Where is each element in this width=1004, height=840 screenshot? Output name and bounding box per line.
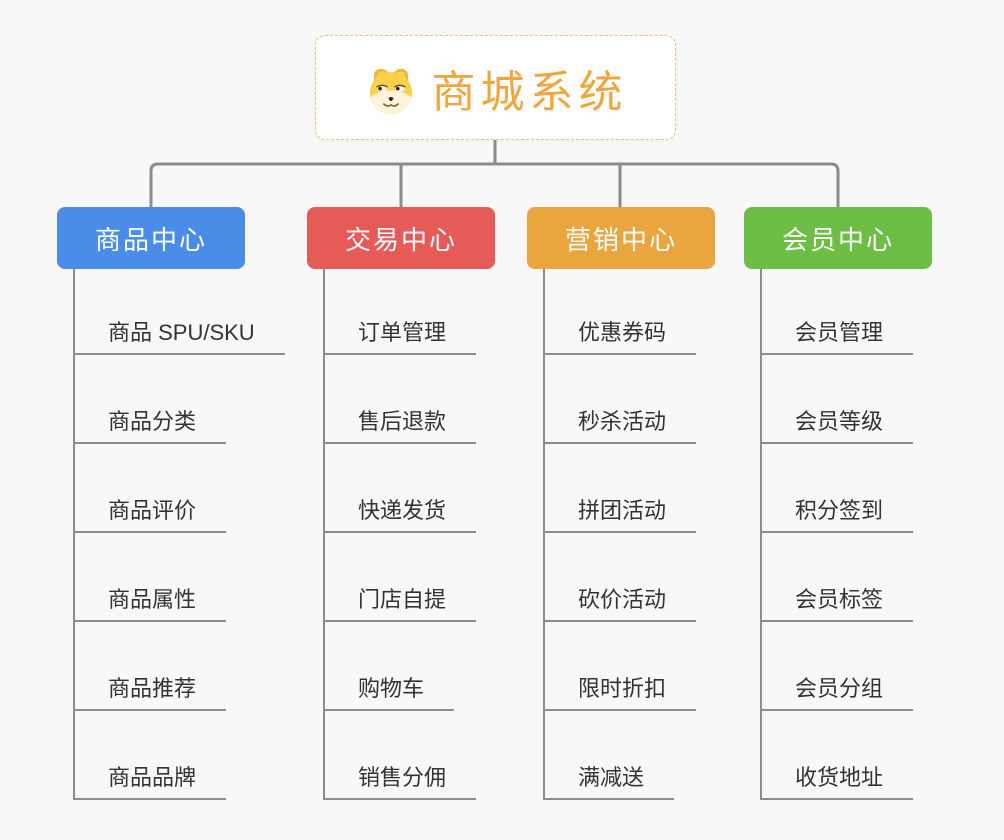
child-topic[interactable]: 收货地址: [762, 711, 914, 800]
branch-column-member: 会员中心 会员管理 会员等级 积分签到 会员标签 会员分组 收货地址: [744, 207, 984, 800]
child-topic[interactable]: 满减送: [545, 711, 675, 800]
child-topic[interactable]: 商品 SPU/SKU: [75, 269, 285, 355]
branch-column-marketing: 营销中心 优惠券码 秒杀活动 拼团活动 砍价活动 限时折扣 满减送: [527, 207, 767, 800]
child-topic[interactable]: 拼团活动: [545, 444, 697, 533]
child-topic[interactable]: 销售分佣: [325, 711, 477, 800]
shiba-dog-icon: [369, 68, 412, 114]
child-topic[interactable]: 限时折扣: [545, 622, 697, 711]
child-topic[interactable]: 门店自提: [325, 533, 477, 622]
branch-label: 交易中心: [344, 224, 457, 255]
branch-node-member[interactable]: 会员中心: [744, 207, 932, 269]
child-topic[interactable]: 订单管理: [325, 269, 477, 355]
branch-node-trade[interactable]: 交易中心: [307, 207, 495, 269]
children-list-trade: 订单管理 售后退款 快递发货 门店自提 购物车 销售分佣: [323, 269, 477, 800]
child-topic[interactable]: 积分签到: [762, 444, 914, 533]
child-topic[interactable]: 商品分类: [75, 355, 227, 444]
child-topic[interactable]: 快递发货: [325, 444, 477, 533]
child-topic[interactable]: 会员等级: [762, 355, 914, 444]
root-topic-title: 商城系统: [431, 67, 628, 117]
children-list-marketing: 优惠券码 秒杀活动 拼团活动 砍价活动 限时折扣 满减送: [543, 269, 697, 800]
child-topic[interactable]: 优惠券码: [545, 269, 697, 355]
branch-label: 商品中心: [94, 224, 207, 255]
branch-column-trade: 交易中心 订单管理 售后退款 快递发货 门店自提 购物车 销售分佣: [307, 207, 547, 800]
branch-column-product: 商品中心 商品 SPU/SKU 商品分类 商品评价 商品属性 商品推荐 商品品牌: [57, 207, 297, 800]
child-topic[interactable]: 会员标签: [762, 533, 914, 622]
child-topic[interactable]: 商品属性: [75, 533, 227, 622]
child-topic[interactable]: 购物车: [325, 622, 455, 711]
branch-label: 会员中心: [781, 224, 894, 255]
child-topic[interactable]: 商品品牌: [75, 711, 227, 800]
child-topic[interactable]: 售后退款: [325, 355, 477, 444]
child-topic[interactable]: 商品推荐: [75, 622, 227, 711]
branch-node-marketing[interactable]: 营销中心: [527, 207, 715, 269]
child-topic[interactable]: 会员管理: [762, 269, 914, 355]
child-topic[interactable]: 秒杀活动: [545, 355, 697, 444]
branch-node-product[interactable]: 商品中心: [57, 207, 245, 269]
child-topic[interactable]: 砍价活动: [545, 533, 697, 622]
branch-label: 营销中心: [564, 224, 677, 255]
children-list-product: 商品 SPU/SKU 商品分类 商品评价 商品属性 商品推荐 商品品牌: [73, 269, 285, 800]
child-topic[interactable]: 会员分组: [762, 622, 914, 711]
root-topic[interactable]: 商城系统: [315, 35, 676, 140]
children-list-member: 会员管理 会员等级 积分签到 会员标签 会员分组 收货地址: [760, 269, 914, 800]
child-topic[interactable]: 商品评价: [75, 444, 227, 533]
